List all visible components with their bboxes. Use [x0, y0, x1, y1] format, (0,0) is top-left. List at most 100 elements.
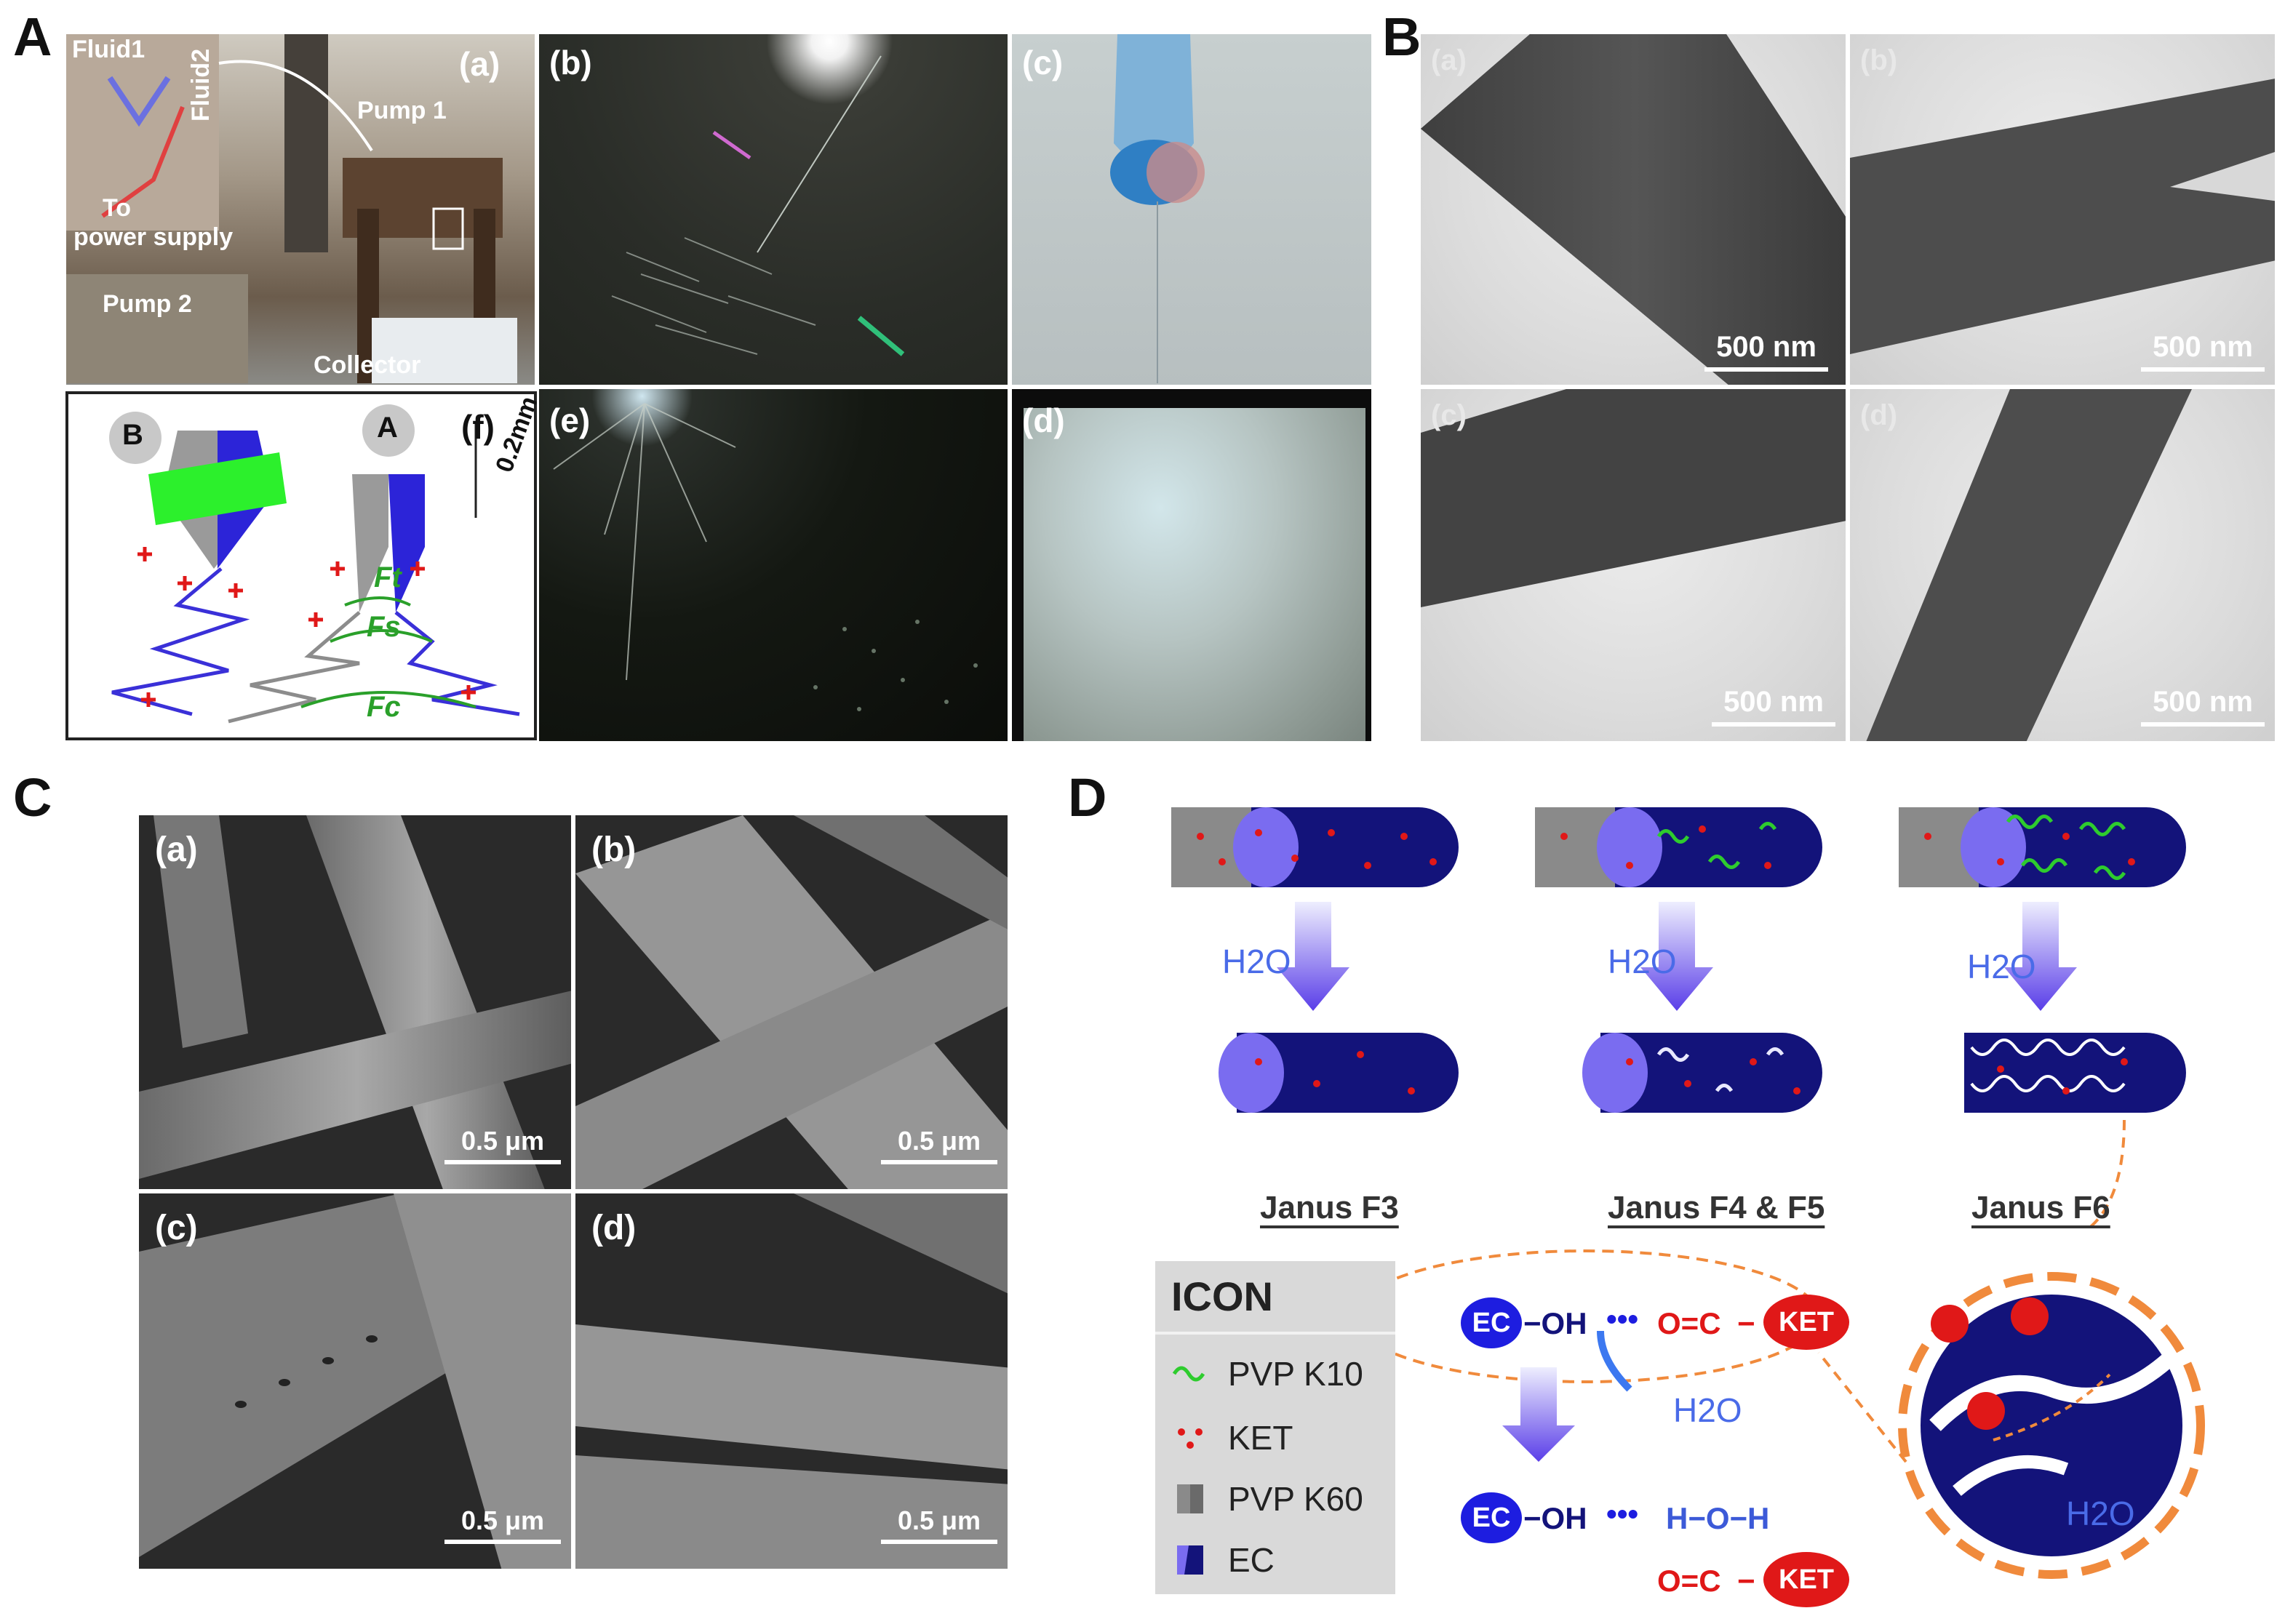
water-molecule: H−O−H [1666, 1501, 1770, 1535]
setup-illustration [66, 34, 517, 383]
gray-block-icon [1177, 1484, 1203, 1513]
oh-group-1: −OH [1523, 1306, 1587, 1340]
sub-label-b-d: (d) [1860, 399, 1898, 431]
photo-a-setup: (a) Fluid1 Fluid2 Pump 1 To power supply… [64, 32, 537, 387]
tem-fiber [1421, 389, 1846, 607]
ket-ellipse-2: KET [1763, 1552, 1849, 1607]
tem-b-c: (c) 500 nm [1419, 387, 1848, 743]
sem-fibers [139, 1193, 571, 1569]
fiber-f4-after [1582, 1033, 1822, 1113]
scale-bar-c-c: 0.5 μm [444, 1508, 561, 1544]
title-janus-f4-f5: Janus F4 & F5 [1608, 1190, 1825, 1225]
legend-row-ket: KET [1170, 1418, 1293, 1457]
sub-label-a-e: (e) [549, 401, 591, 439]
label-collector: Collector [314, 351, 421, 379]
tem-fiber [1866, 389, 2192, 741]
dots-icon [1178, 1428, 1203, 1449]
ket-ellipse-1: KET [1763, 1295, 1849, 1350]
scale-bar [881, 1160, 997, 1164]
tem-b-a: (a) 500 nm [1419, 32, 1848, 387]
bond-dash-2: − [1737, 1564, 1755, 1598]
scale-bar-c-b: 0.5 μm [881, 1128, 997, 1164]
schematic-a-f: B A (f) 0.2mm Ft Fs Fc [65, 391, 543, 740]
ec-circle-1: EC [1461, 1297, 1522, 1348]
water-label-reaction: H2O [1673, 1391, 1742, 1429]
h-bond-dots-1: ••• [1606, 1302, 1639, 1336]
label-fluid1: Fluid1 [72, 36, 145, 63]
photo-a-d: (d) [1010, 387, 1373, 743]
title-janus-f6: Janus F6 [1971, 1190, 2110, 1225]
schematic-label-a: A [377, 412, 398, 444]
h-bond-dots-2: ••• [1606, 1497, 1639, 1531]
force-fc-label: Fc [367, 691, 401, 723]
fiber-mat [1024, 408, 1365, 741]
side-by-side-spinneret [109, 404, 520, 724]
scale-bar-c-d: 0.5 μm [881, 1508, 997, 1544]
carbonyl-2: O=C [1657, 1564, 1721, 1598]
sub-label-b-c: (c) [1431, 399, 1467, 431]
legend-label: PVP K60 [1228, 1480, 1363, 1518]
fiber-f3-after [1219, 1033, 1459, 1113]
fiber-f3-before [1171, 807, 1459, 887]
sub-label-c-c: (c) [155, 1209, 198, 1247]
scale-label: 500 nm [2153, 331, 2253, 363]
sub-label-b-a: (a) [1431, 44, 1467, 76]
scale-bar [2141, 367, 2265, 372]
scale-bar [881, 1540, 997, 1544]
sub-label-a-f: (f) [461, 408, 495, 446]
tem-fiber [1421, 34, 1846, 385]
panel-letter-d: D [1068, 767, 1107, 828]
schematic-label-b: B [122, 419, 143, 451]
sub-label-a-c: (c) [1022, 44, 1064, 81]
scale-bar [1704, 367, 1828, 372]
ec-label: EC [1472, 1308, 1511, 1338]
label-fluid2: Fluid2 [187, 48, 215, 121]
icon-legend: ICON PVP K10 KET PVP K60 EC [1155, 1261, 1395, 1594]
scale-bar-c-a: 0.5 μm [444, 1128, 561, 1164]
taylor-cone [1110, 34, 1205, 383]
legend-title: ICON [1155, 1261, 1395, 1335]
fiber-f6-before [1899, 807, 2186, 887]
scale-bar-b-a: 500 nm [1704, 332, 1828, 372]
scale-label: 0.5 μm [897, 1126, 981, 1156]
tem-b-b: (b) 500 nm [1848, 32, 2277, 387]
scale-label: 500 nm [1723, 686, 1824, 718]
sub-label-a-b: (b) [549, 44, 592, 81]
photo-a-e: (e) [537, 387, 1010, 743]
force-ft-label: Ft [374, 561, 402, 593]
scale-label: 0.5 μm [460, 1505, 545, 1535]
release-schematic [1171, 807, 2205, 1579]
label-power-supply: power supply [73, 223, 234, 251]
label-pump1: Pump 1 [357, 97, 447, 124]
panel-letter-c: C [13, 767, 52, 828]
sem-c-c: (c) 0.5 μm [137, 1191, 573, 1571]
panel-letter-b: B [1382, 7, 1421, 67]
ec-block-icon [1177, 1545, 1203, 1575]
panel-letter-a: A [13, 7, 52, 67]
cross-section [1898, 1272, 2205, 1579]
sub-label-c-d: (d) [591, 1209, 637, 1247]
force-fs-label: Fs [367, 611, 401, 643]
whipping-jets [553, 403, 978, 711]
jet-streaks [611, 55, 905, 356]
oh-group-2: −OH [1523, 1501, 1587, 1535]
label-to: To [103, 194, 132, 222]
legend-label: EC [1228, 1541, 1275, 1579]
photo-a-c: (c) [1010, 32, 1373, 387]
legend-label: KET [1228, 1419, 1293, 1457]
legend-row-pvp-k60: PVP K60 [1170, 1479, 1363, 1519]
sub-label-c-b: (b) [591, 831, 637, 869]
sem-fibers [575, 815, 1008, 1189]
legend-row-ec: EC [1170, 1540, 1275, 1580]
water-label-f3: H2O [1222, 943, 1291, 980]
water-label-f4: H2O [1608, 943, 1677, 980]
fiber-f4-before [1535, 807, 1822, 887]
scale-label: 0.5 μm [460, 1126, 545, 1156]
bond-dash-1: − [1737, 1306, 1755, 1340]
fiber-f6-after [1964, 1033, 2186, 1113]
wave-icon [1172, 1366, 1205, 1382]
tem-fiber [1850, 79, 2275, 354]
sem-fibers [139, 815, 571, 1189]
scale-bar-b-b: 500 nm [2141, 332, 2265, 372]
scale-label: 500 nm [1716, 331, 1817, 363]
